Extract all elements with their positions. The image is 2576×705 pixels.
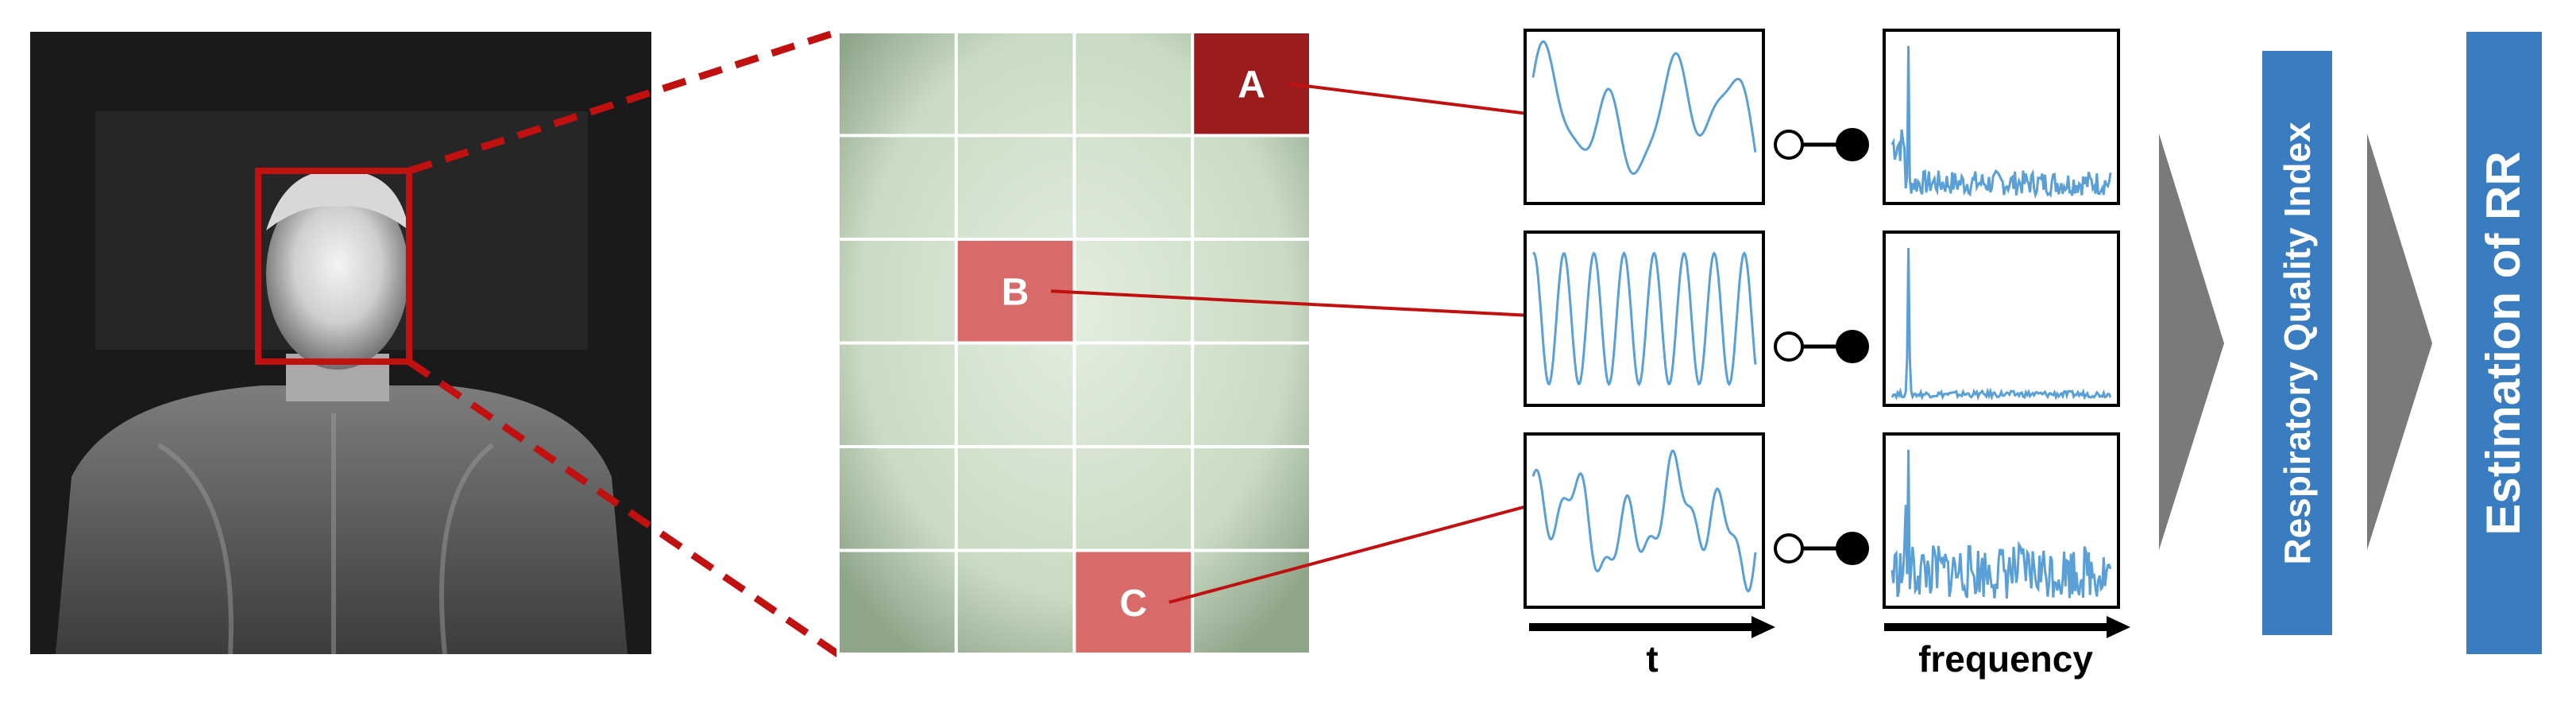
time-signal-panel-3 <box>1524 432 1765 609</box>
connector-line-b <box>1051 289 1526 317</box>
frequency-axis-label: frequency <box>1918 638 2093 680</box>
time-signal-trace-1 <box>1531 40 1757 176</box>
frequency-spectrum-trace-2 <box>1890 247 2112 401</box>
switch-icon <box>1774 532 1869 565</box>
switch-icon <box>1774 330 1869 363</box>
frequency-axis-arrow <box>1884 616 2130 638</box>
time-signal-trace-3 <box>1531 449 1757 593</box>
time-axis-arrow <box>1529 616 1775 638</box>
connector-line-c <box>1168 505 1526 604</box>
estimation-label: Estimation of RR <box>2477 151 2530 535</box>
switch-icon-closed <box>1836 330 1869 363</box>
switch-icon-closed <box>1836 128 1869 161</box>
flow-arrow-2 <box>2367 134 2432 550</box>
frequency-spectrum-trace-3 <box>1890 449 2112 598</box>
switch-icon-open <box>1774 533 1804 564</box>
connector-line-a <box>1287 82 1526 115</box>
region-label-a: A <box>1238 64 1265 106</box>
time-axis-label: t <box>1646 638 1658 680</box>
region-label-c: C <box>1120 583 1148 625</box>
flow-arrow-1 <box>2159 134 2224 550</box>
switch-icon-closed <box>1836 532 1869 565</box>
grid-border <box>836 30 1312 656</box>
time-signal-panel-2 <box>1524 230 1765 407</box>
switch-icon-open <box>1774 331 1804 362</box>
frequency-spectrum-trace-1 <box>1890 45 2112 199</box>
switch-icon <box>1774 128 1869 161</box>
quality-index-box <box>2262 51 2332 635</box>
region-label-b: B <box>1002 271 1029 313</box>
estimation-box <box>2466 32 2542 654</box>
thermal-camera-image <box>30 32 651 655</box>
zoom-line-bottom <box>407 358 840 657</box>
frequency-spectrum-panel-3 <box>1883 432 2120 609</box>
face-roi-box <box>255 168 412 365</box>
time-signal-panel-1 <box>1524 29 1765 205</box>
switch-icon-open <box>1774 130 1804 160</box>
frequency-spectrum-panel-2 <box>1883 230 2120 407</box>
quality-index-label: Respiratory Quality Index <box>2277 122 2318 565</box>
zoomed-face-grid: A B C <box>836 30 1312 656</box>
time-signal-trace-2 <box>1532 250 1757 387</box>
